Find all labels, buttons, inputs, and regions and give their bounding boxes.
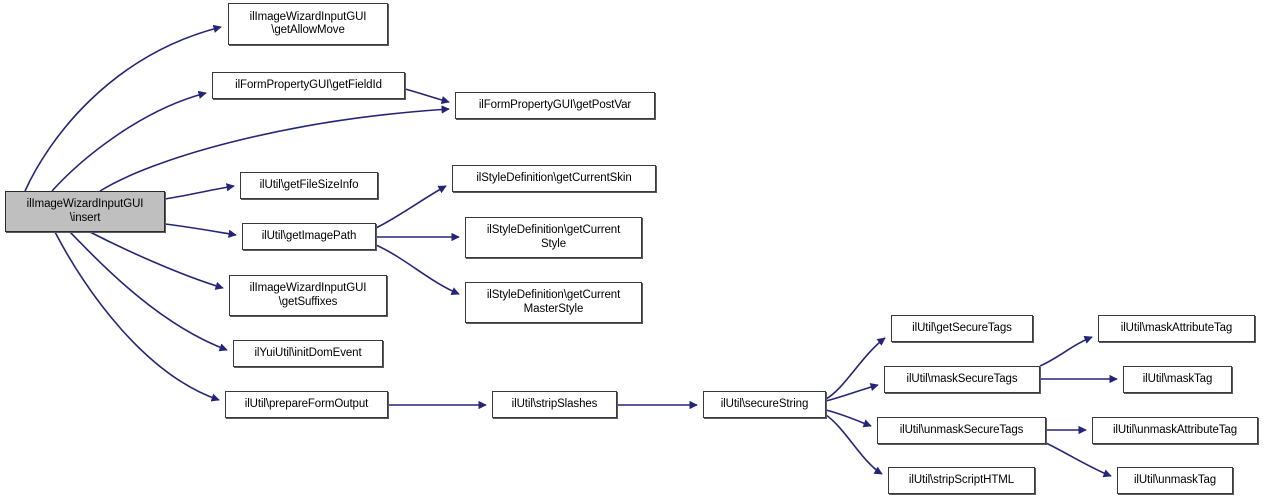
edge-insert-to-prepareFormOutput: [54, 231, 220, 402]
node-ilstyledefinition-getcurrentskin[interactable]: ilStyleDefinition\getCurrentSkin: [452, 165, 656, 192]
node-ilstyledefinition-getcurrentmasterstyle[interactable]: ilStyleDefinition\getCurrent MasterStyle: [465, 282, 642, 323]
node-ilutil-prepareformoutput[interactable]: ilUtil\prepareFormOutput: [225, 391, 388, 418]
node-ilimagewizardinputgui-getallowmove[interactable]: ilImageWizardInputGUI \getAllowMove: [228, 3, 388, 45]
node-ilutil-stripscripthtml[interactable]: ilUtil\stripScriptHTML: [888, 467, 1035, 494]
node-ilutil-maskattributetag[interactable]: ilUtil\maskAttributeTag: [1098, 315, 1255, 342]
edge-getImagePath-to-getCurrentMasterStyle: [375, 244, 460, 295]
edge-insert-to-getFileSizeInfo: [164, 183, 235, 200]
edge-insert-to-getSuffixes: [89, 231, 224, 290]
edge-unmaskSecureTags-to-unmaskTag: [1045, 442, 1112, 478]
node-ilutil-masktag[interactable]: ilUtil\maskTag: [1123, 366, 1232, 393]
node-ilutil-masksecuretags[interactable]: ilUtil\maskSecureTags: [884, 366, 1040, 393]
node-ilutil-securestring[interactable]: ilUtil\secureString: [703, 391, 826, 418]
edge-getImagePath-to-getCurrentSkin: [375, 185, 447, 229]
edge-secureString-to-unmaskSecureTags: [825, 409, 872, 428]
node-ilutil-getimagepath[interactable]: ilUtil\getImagePath: [242, 223, 376, 250]
edge-insert-to-initDomEvent: [69, 231, 228, 352]
node-ilutil-stripslashes[interactable]: ilUtil\stripSlashes: [492, 391, 617, 418]
edge-secureString-to-stripScriptHTML: [825, 414, 883, 475]
node-ilformpropertygui-getfieldid[interactable]: ilFormPropertyGUI\getFieldId: [212, 72, 405, 99]
node-ilutil-getfilesizeinfo[interactable]: ilUtil\getFileSizeInfo: [240, 172, 378, 199]
node-ilstyledefinition-getcurrentstyle[interactable]: ilStyleDefinition\getCurrent Style: [465, 217, 642, 258]
edge-secureString-to-maskSecureTags: [825, 382, 879, 402]
node-ilimagewizardinputgui-getsuffixes[interactable]: ilImageWizardInputGUI \getSuffixes: [229, 275, 387, 316]
edge-insert-to-getFieldId: [51, 90, 207, 192]
node-ilformpropertygui-getpostvar[interactable]: ilFormPropertyGUI\getPostVar: [455, 92, 655, 119]
edge-secureString-to-getSecureTags: [825, 337, 886, 400]
edge-getFieldId-to-getPostVar: [404, 88, 450, 105]
node-ilimagewizardinputgui-insert[interactable]: ilImageWizardInputGUI \insert: [5, 191, 165, 232]
node-ilutil-unmasksecuretags[interactable]: ilUtil\unmaskSecureTags: [877, 417, 1046, 444]
edge-insert-to-getAllowMove: [24, 24, 222, 192]
edge-maskSecureTags-to-maskAttributeTag: [1039, 335, 1093, 367]
node-ilutil-unmasktag[interactable]: ilUtil\unmaskTag: [1117, 467, 1233, 494]
edge-insert-to-getImagePath: [164, 223, 237, 238]
node-ilyuiutil-initdomevent[interactable]: ilYuiUtil\initDomEvent: [233, 340, 383, 367]
node-ilutil-getsecuretags[interactable]: ilUtil\getSecureTags: [891, 315, 1033, 342]
node-ilutil-unmaskattributetag[interactable]: ilUtil\unmaskAttributeTag: [1092, 417, 1258, 444]
